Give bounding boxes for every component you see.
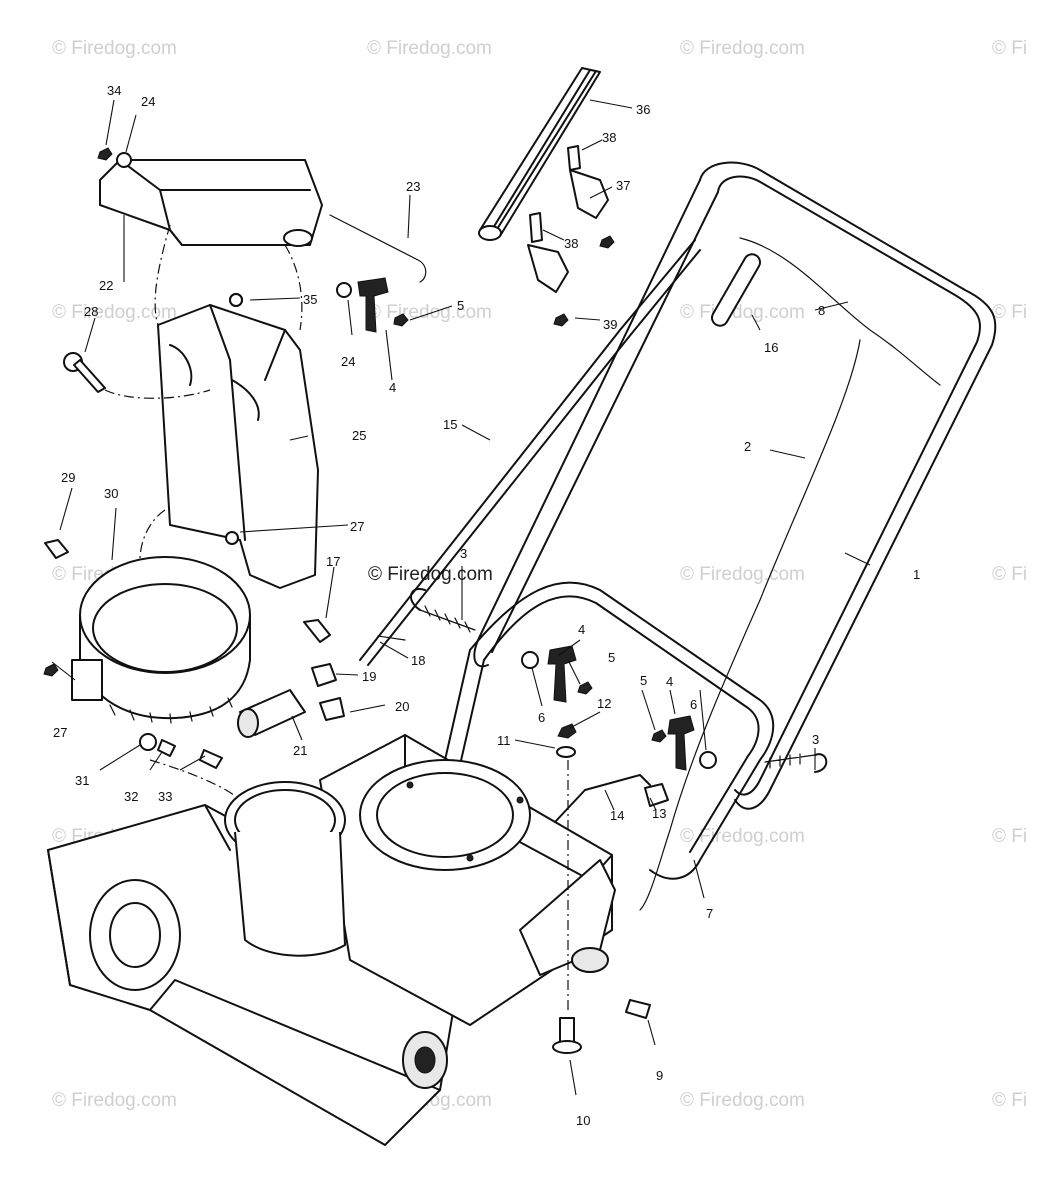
callout-13: 13	[652, 806, 666, 821]
callout-23: 23	[406, 179, 420, 194]
callout-2: 2	[744, 439, 751, 454]
discharge-chute	[157, 293, 319, 589]
callout-15: 15	[443, 417, 457, 432]
callout-11: 11	[497, 733, 511, 748]
watermark: © Fi	[992, 564, 1027, 585]
callout-30: 30	[104, 486, 118, 501]
callout-24: 24	[341, 354, 355, 369]
side-bracket	[519, 859, 616, 976]
watermark: © Fi	[992, 302, 1027, 323]
callout-3: 3	[460, 546, 467, 561]
watermark-center: © Firedog.com	[368, 564, 493, 585]
callout-20: 20	[395, 699, 409, 714]
callout-35: 35	[303, 292, 317, 307]
callout-32: 32	[124, 789, 138, 804]
callout-39: 39	[603, 317, 617, 332]
callout-12: 12	[597, 696, 611, 711]
callout-5: 5	[640, 673, 647, 688]
callout-25: 25	[352, 428, 366, 443]
callout-38: 38	[602, 130, 616, 145]
callout-8: 8	[818, 303, 825, 318]
callout-labels: 1 2 3 3 4 4 4 5 5 5 6 6 7 8 9 10 11 12 1…	[53, 83, 920, 1128]
callout-4: 4	[389, 380, 396, 395]
callout-19: 19	[362, 669, 376, 684]
callout-10: 10	[576, 1113, 590, 1128]
callout-38: 38	[564, 236, 578, 251]
callout-22: 22	[99, 278, 113, 293]
watermark: © Firedog.com	[367, 302, 492, 323]
watermark: © Firedog.com	[367, 38, 492, 59]
mounting-brackets	[527, 145, 615, 327]
handle-grip-16	[711, 253, 761, 327]
callout-7: 7	[706, 906, 713, 921]
watermark: © Firedog.com	[680, 564, 805, 585]
callout-6: 6	[538, 710, 545, 725]
callout-37: 37	[616, 178, 630, 193]
callout-17: 17	[326, 554, 340, 569]
callout-14: 14	[610, 808, 624, 823]
chute-ring	[71, 556, 251, 724]
rod-23	[329, 214, 427, 283]
watermark: © Fi	[992, 826, 1027, 847]
callout-16: 16	[764, 340, 778, 355]
callout-4: 4	[666, 674, 673, 689]
leader-lines	[51, 99, 871, 1096]
impeller-tube	[224, 781, 346, 957]
watermark: © Fi	[992, 38, 1027, 59]
watermark: © Firedog.com	[52, 302, 177, 323]
callout-27: 27	[53, 725, 67, 740]
callout-4: 4	[578, 622, 585, 637]
callout-36: 36	[636, 102, 650, 117]
handle-cover-36	[478, 67, 601, 241]
callout-24: 24	[141, 94, 155, 109]
watermark: © Firedog.com	[680, 38, 805, 59]
callout-6: 6	[690, 697, 697, 712]
control-cable	[639, 237, 941, 911]
callout-1: 1	[913, 567, 920, 582]
callout-29: 29	[61, 470, 75, 485]
callout-5: 5	[608, 650, 615, 665]
callout-5: 5	[457, 298, 464, 313]
watermark: © Firedog.com	[680, 302, 805, 323]
watermark: © Firedog.com	[52, 38, 177, 59]
callout-34: 34	[107, 83, 121, 98]
watermark: © Fi	[992, 1090, 1027, 1111]
chute-deflector	[99, 159, 323, 247]
callout-28: 28	[84, 304, 98, 319]
callout-9: 9	[656, 1068, 663, 1083]
callout-31: 31	[75, 773, 89, 788]
callout-27: 27	[350, 519, 364, 534]
assembly-lines	[104, 224, 569, 1010]
hardware	[43, 147, 828, 1054]
callout-33: 33	[158, 789, 172, 804]
callout-3: 3	[812, 732, 819, 747]
watermark: © Firedog.com	[52, 1090, 177, 1111]
callout-21: 21	[293, 743, 307, 758]
handle-upper	[359, 161, 997, 810]
callout-18: 18	[411, 653, 425, 668]
watermark: © Firedog.com	[680, 1090, 805, 1111]
